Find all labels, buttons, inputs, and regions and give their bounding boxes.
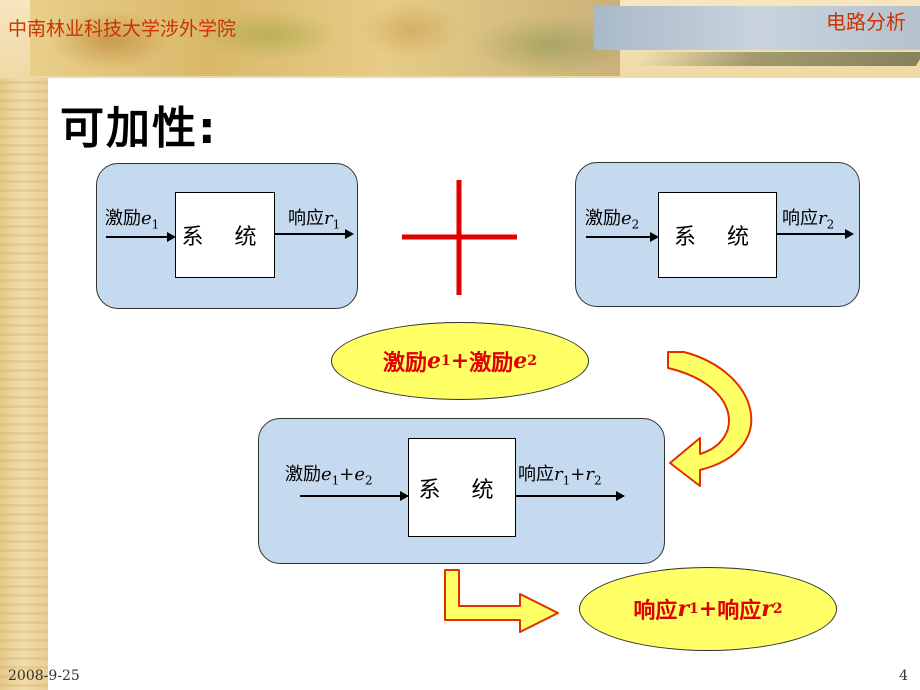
system1-box: 系 统 [175,192,275,278]
system3-output-arrow [515,492,625,500]
system2-output-label: 响应r2 [782,208,835,232]
course-name: 电路分析 [826,10,906,34]
system3-input-arrow [300,492,409,500]
system1-output-arrow [274,230,354,238]
system1-output-label: 响应r1 [288,208,341,232]
school-name: 中南林业科技大学涉外学院 [8,18,237,40]
elbow-arrow [444,569,559,633]
plus-sign [402,180,517,295]
system3-input-label: 激励e1+e2 [285,464,373,488]
system2-input-label: 激励e2 [585,208,640,232]
banner-photo [30,0,620,76]
left-decorative-strip [0,0,48,690]
curved-arrow [667,351,753,487]
system3-box: 系 统 [408,438,516,537]
banner-accent [594,6,920,50]
system1-input-arrow [106,233,176,241]
system1-input-label: 激励e1 [105,208,160,232]
system3-output-label: 响应r1+r2 [518,464,602,488]
slide-title: 可加性: [60,103,218,154]
system2-input-arrow [586,233,659,241]
footer-date: 2008-9-25 [8,668,80,684]
header-banner: 中南林业科技大学涉外学院 电路分析 [0,0,920,78]
page-number: 4 [899,668,908,684]
system2-output-arrow [776,230,854,238]
system2-box: 系 统 [658,192,777,278]
